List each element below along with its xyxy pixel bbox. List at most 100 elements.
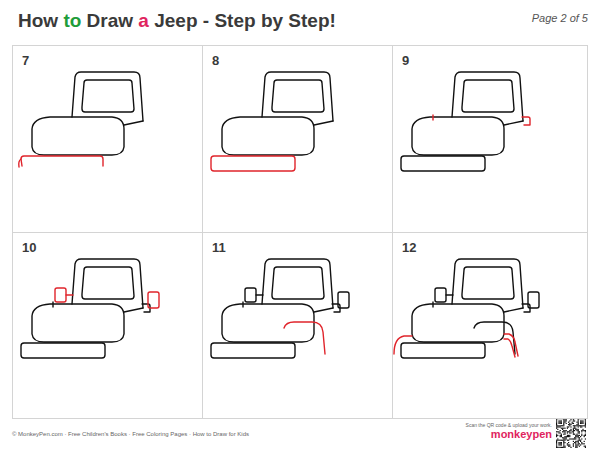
qr-module [585, 425, 586, 426]
qr-module [556, 435, 557, 436]
qr-module [578, 440, 579, 441]
qr-module [576, 447, 577, 448]
qr-module [569, 423, 570, 424]
qr-module [573, 428, 574, 429]
qr-module [556, 441, 557, 442]
title-word: - [203, 10, 209, 31]
qr-module [576, 434, 577, 435]
qr-module [564, 446, 565, 447]
qr-module [573, 431, 574, 432]
qr-module [575, 441, 576, 442]
qr-module [578, 429, 579, 430]
qr-module [557, 438, 558, 439]
step-number: 12 [402, 240, 416, 255]
qr-module [568, 442, 569, 443]
title-word: to [63, 10, 81, 31]
qr-module [569, 432, 570, 433]
qr-module [562, 429, 563, 430]
qr-module [557, 425, 558, 426]
qr-module [563, 430, 564, 431]
qr-module [576, 441, 577, 442]
qr-module [573, 441, 574, 442]
qr-module [568, 426, 569, 427]
qr-module [563, 423, 564, 424]
qr-module [578, 422, 579, 423]
qr-module [576, 425, 577, 426]
qr-module [556, 423, 557, 424]
qr-module [573, 425, 574, 426]
qr-module [582, 422, 583, 423]
qr-module [562, 437, 563, 438]
qr-module [575, 428, 576, 429]
qr-module [563, 434, 564, 435]
qr-module [576, 430, 577, 431]
qr-module [568, 446, 569, 447]
qr-module [564, 422, 565, 423]
qr-module [561, 428, 562, 429]
qr-module [579, 443, 580, 444]
qr-module [582, 443, 583, 444]
qr-module [576, 446, 577, 447]
qr-module [560, 444, 561, 445]
qr-module [564, 434, 565, 435]
qr-module [584, 446, 585, 447]
qr-module [585, 419, 586, 420]
qr-module [568, 422, 569, 423]
qr-module [572, 438, 573, 439]
title-word: by [261, 10, 283, 31]
qr-module [578, 424, 579, 425]
qr-module [579, 425, 580, 426]
qr-module [578, 425, 579, 426]
qr-module [585, 424, 586, 425]
qr-module [573, 446, 574, 447]
qr-module [561, 443, 562, 444]
qr-module [563, 431, 564, 432]
qr-module [576, 429, 577, 430]
title-word: Draw [87, 10, 133, 31]
qr-module [575, 438, 576, 439]
qr-module [570, 447, 571, 448]
qr-module [578, 441, 579, 442]
title-word: Jeep [154, 10, 197, 31]
qr-module [558, 431, 559, 432]
qr-module [575, 446, 576, 447]
qr-module [566, 423, 567, 424]
qr-module [560, 447, 561, 448]
qr-module [580, 423, 581, 424]
qr-module [584, 436, 585, 437]
qr-module [564, 437, 565, 438]
qr-module [564, 447, 565, 448]
qr-module [558, 442, 559, 443]
step-panel: 10 [12, 232, 203, 419]
qr-module [575, 444, 576, 445]
qr-module [569, 431, 570, 432]
qr-module [574, 437, 575, 438]
qr-module [569, 436, 570, 437]
qr-module [582, 430, 583, 431]
qr-module [575, 437, 576, 438]
qr-module [561, 423, 562, 424]
qr-module [567, 435, 568, 436]
qr-module [562, 425, 563, 426]
qr-module [566, 420, 567, 421]
qr-module [563, 419, 564, 420]
qr-module [560, 442, 561, 443]
qr-module [581, 431, 582, 432]
qr-module [556, 444, 557, 445]
qr-module [560, 420, 561, 421]
qr-module [582, 429, 583, 430]
qr-module [562, 447, 563, 448]
qr-module [563, 438, 564, 439]
qr-module [562, 428, 563, 429]
qr-module [558, 443, 559, 444]
qr-module [578, 426, 579, 427]
qr-module [585, 430, 586, 431]
qr-module [569, 438, 570, 439]
qr-module [578, 444, 579, 445]
qr-module [563, 441, 564, 442]
qr-module [574, 438, 575, 439]
qr-module [558, 432, 559, 433]
qr-module [564, 428, 565, 429]
qr-module [569, 430, 570, 431]
qr-module [558, 444, 559, 445]
